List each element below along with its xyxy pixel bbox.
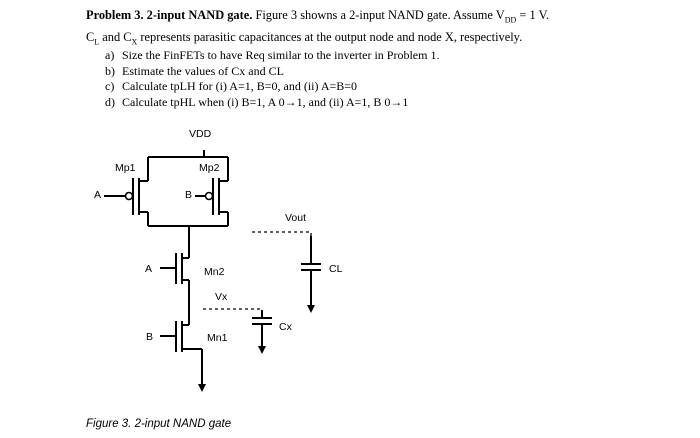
cx-capacitor — [252, 310, 272, 354]
task-list: a) Size the FinFETs to have Req similar t… — [105, 48, 439, 110]
task-text: Calculate tpHL when (i) B=1, A 0→1, and … — [122, 94, 409, 109]
vdd-subscript: DD — [504, 15, 517, 25]
input-b-label: B — [185, 189, 193, 201]
vout-dashed-link — [252, 231, 312, 238]
pmos-mp1 — [104, 157, 149, 226]
pmos-mp2 — [195, 157, 229, 226]
mp1-label: Mp1 — [115, 162, 136, 174]
cl-label: CL — [329, 263, 343, 275]
nmos-mn2 — [160, 253, 190, 305]
input-b-label: B — [146, 331, 154, 343]
task-item: a) Size the FinFETs to have Req similar t… — [105, 48, 439, 64]
dashed-connectors — [203, 231, 312, 312]
mn1-label: Mn1 — [207, 332, 228, 344]
problem-statement: Problem 3. 2-input NAND gate. Figure 3 s… — [86, 7, 686, 51]
output-node-wire — [148, 225, 228, 258]
task-item: c) Calculate tpLH for (i) A=1, B=0, and (… — [105, 79, 439, 95]
task-text: Estimate the values of Cx and CL — [122, 63, 284, 78]
task-text: Size the FinFETs to have Req similar to … — [122, 48, 440, 62]
nmos-mn1 — [160, 305, 206, 392]
vx-dashed-link — [203, 308, 263, 312]
mn2-label: Mn2 — [204, 266, 225, 278]
cx-symbol: and C — [99, 29, 132, 44]
figure-caption: Figure 3. 2-input NAND gate — [86, 418, 232, 430]
task-item: b) Estimate the values of Cx and CL — [105, 64, 439, 80]
problem-line-2: CL and CX represents parasitic capacitan… — [86, 29, 686, 51]
cl-symbol: C — [86, 29, 95, 44]
problem-heading: Problem 3. 2-input NAND gate. — [86, 8, 253, 22]
problem-text-1: Figure 3 showns a 2-input NAND gate. Ass… — [252, 8, 505, 22]
task-label: a) — [105, 48, 115, 62]
input-a-label: A — [145, 263, 153, 275]
vout-label: Vout — [285, 212, 307, 224]
vdd-rail — [148, 150, 228, 158]
cl-subscript: L — [94, 37, 100, 47]
task-label: b) — [105, 63, 115, 78]
cl-capacitor — [301, 236, 321, 313]
cx-label: Cx — [279, 321, 292, 333]
problem-line-2-text: represents parasitic capacitances at the… — [137, 29, 523, 44]
task-label: d) — [105, 94, 115, 109]
mp2-label: Mp2 — [199, 162, 220, 174]
vx-label: Vx — [215, 291, 228, 303]
task-label: c) — [105, 79, 115, 94]
vdd-label: VDD — [189, 128, 212, 140]
cx-subscript: X — [131, 37, 138, 47]
problem-text-2: = 1 V. — [516, 8, 550, 22]
task-text: Calculate tpLH for (i) A=1, B=0, and (ii… — [122, 79, 358, 94]
input-a-label: A — [94, 189, 102, 201]
task-item: d) Calculate tpHL when (i) B=1, A 0→1, an… — [105, 95, 439, 111]
wires — [104, 150, 321, 392]
